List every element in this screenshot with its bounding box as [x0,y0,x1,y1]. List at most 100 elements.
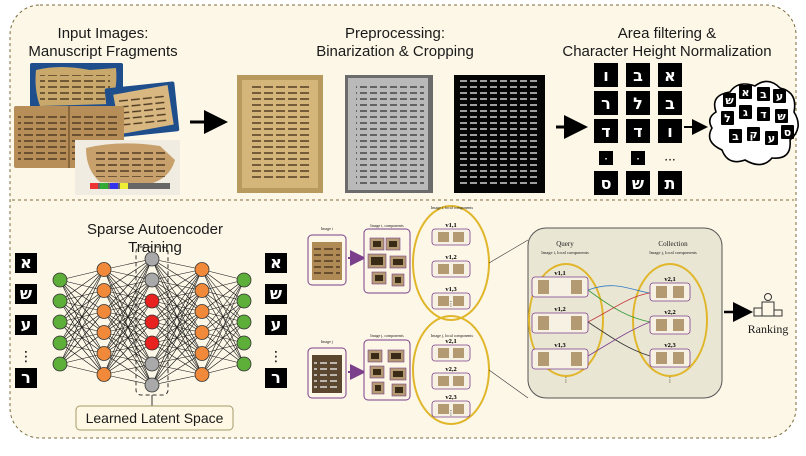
collection-title: Collection [658,240,688,248]
filtering-stage-title: Area filtering & Character Height Normal… [562,25,772,60]
network-edge [103,342,153,375]
component-glyph [389,241,397,247]
cluster-letter: ע [768,132,775,145]
ranking-label: Ranking [747,322,789,336]
component-glyph [395,387,403,393]
network-node [194,325,210,340]
grid-letter-tile [658,119,682,143]
network-node [194,367,210,382]
network-node [96,262,112,277]
network-edge [201,279,245,333]
network-node [96,304,112,319]
vector-j-crop [453,376,464,386]
vector-i-box [431,228,471,246]
network-edge [151,269,203,281]
vector-j-crop [453,348,464,358]
network-edge [59,363,105,375]
vector-i-crop [453,296,464,306]
output-letter-tile [265,368,287,388]
network-node [144,377,160,393]
network-edge [59,311,105,365]
cluster-letter-tile [721,111,734,125]
grid-letter-tile [594,63,618,87]
network-node [236,314,252,330]
network-node [194,346,210,361]
vector-ellipsis: ⋮ [563,376,570,384]
network-edge [151,290,203,386]
vector-j-box [431,372,471,390]
vector-j-crop [453,404,464,414]
cluster-letter: ס [784,126,791,139]
vector-i-label: v1,3 [445,286,457,293]
query-vector-crop [538,280,549,294]
grid-letter: ב [633,66,643,85]
network-edge [103,300,153,375]
vector-j-label: v2,1 [445,338,456,345]
vector-i-box [431,260,471,278]
cluster-letter: ע [776,90,783,103]
ranking-podium-icon [753,293,783,317]
network-edge [59,290,105,365]
cluster-letter: ל [724,112,731,125]
input-letter-tile [15,368,37,388]
collection-vector-crop [673,319,684,331]
network-edge [151,269,203,386]
cluster-letter-tile [723,93,736,107]
network-edge [151,269,203,365]
network-node [52,293,68,309]
grid-letter-tile [658,171,682,195]
output-letter-tile [265,284,287,304]
vector-j-crop [438,348,449,358]
output-letter-tile [265,315,287,335]
vector-i-crop [438,264,449,274]
collection-vector-label: v2,2 [664,309,675,316]
latent-space-label: Learned Latent Space [85,410,224,426]
vector-ellipsis: ⋮ [448,300,455,308]
autoencoder-title: Sparse Autoencoder Training [87,221,223,256]
network-node [236,293,252,309]
vector-i-label: v1,2 [445,254,456,261]
cluster-letter: ש [725,94,734,107]
grid-letter: ד [601,122,610,141]
input-letter: א [20,253,32,272]
input-letter-tile [15,284,37,304]
component-glyph [373,369,381,375]
output-letter-tile [265,253,287,273]
input-stage-title: Input Images: Manuscript Fragments [28,25,178,60]
network-edge [103,258,153,354]
component-glyph [393,371,403,377]
network-node [144,356,160,372]
component-glyph [393,259,403,265]
vector-j-crop [438,376,449,386]
network-edge [151,332,203,386]
input-letter: ש [20,284,32,303]
query-vector-crop [571,280,582,294]
collection-vector-label: v2,3 [664,342,676,349]
output-letter: ע [271,315,282,334]
input-letter: ע [21,315,32,334]
network-edge [59,269,105,323]
network-edge [59,353,105,365]
query-vector-label: v1,1 [554,270,565,277]
network-node [144,293,160,309]
vector-ellipsis: ⋮ [667,376,674,384]
vector-j-crop [438,404,449,414]
network-node [96,325,112,340]
grid-letter-tile [594,171,618,195]
collection-subtitle: Image j, local components [649,250,697,255]
grid-letter: ב [665,94,675,113]
grid-letter-tile [626,119,650,143]
autoencoder-output-letters: אשע⋮ר [265,253,287,388]
network-node [144,251,160,267]
vector-i-crop [453,264,464,274]
network-edge [59,269,105,281]
cluster-letter: ש [777,110,786,123]
grid-letter: ס [601,174,612,193]
query-vector-crop [538,316,549,330]
grid-letter-tile [626,63,650,87]
network-edge [103,279,153,375]
query-vector-label: v1,2 [554,306,565,313]
cluster-letter-tile [773,89,786,103]
